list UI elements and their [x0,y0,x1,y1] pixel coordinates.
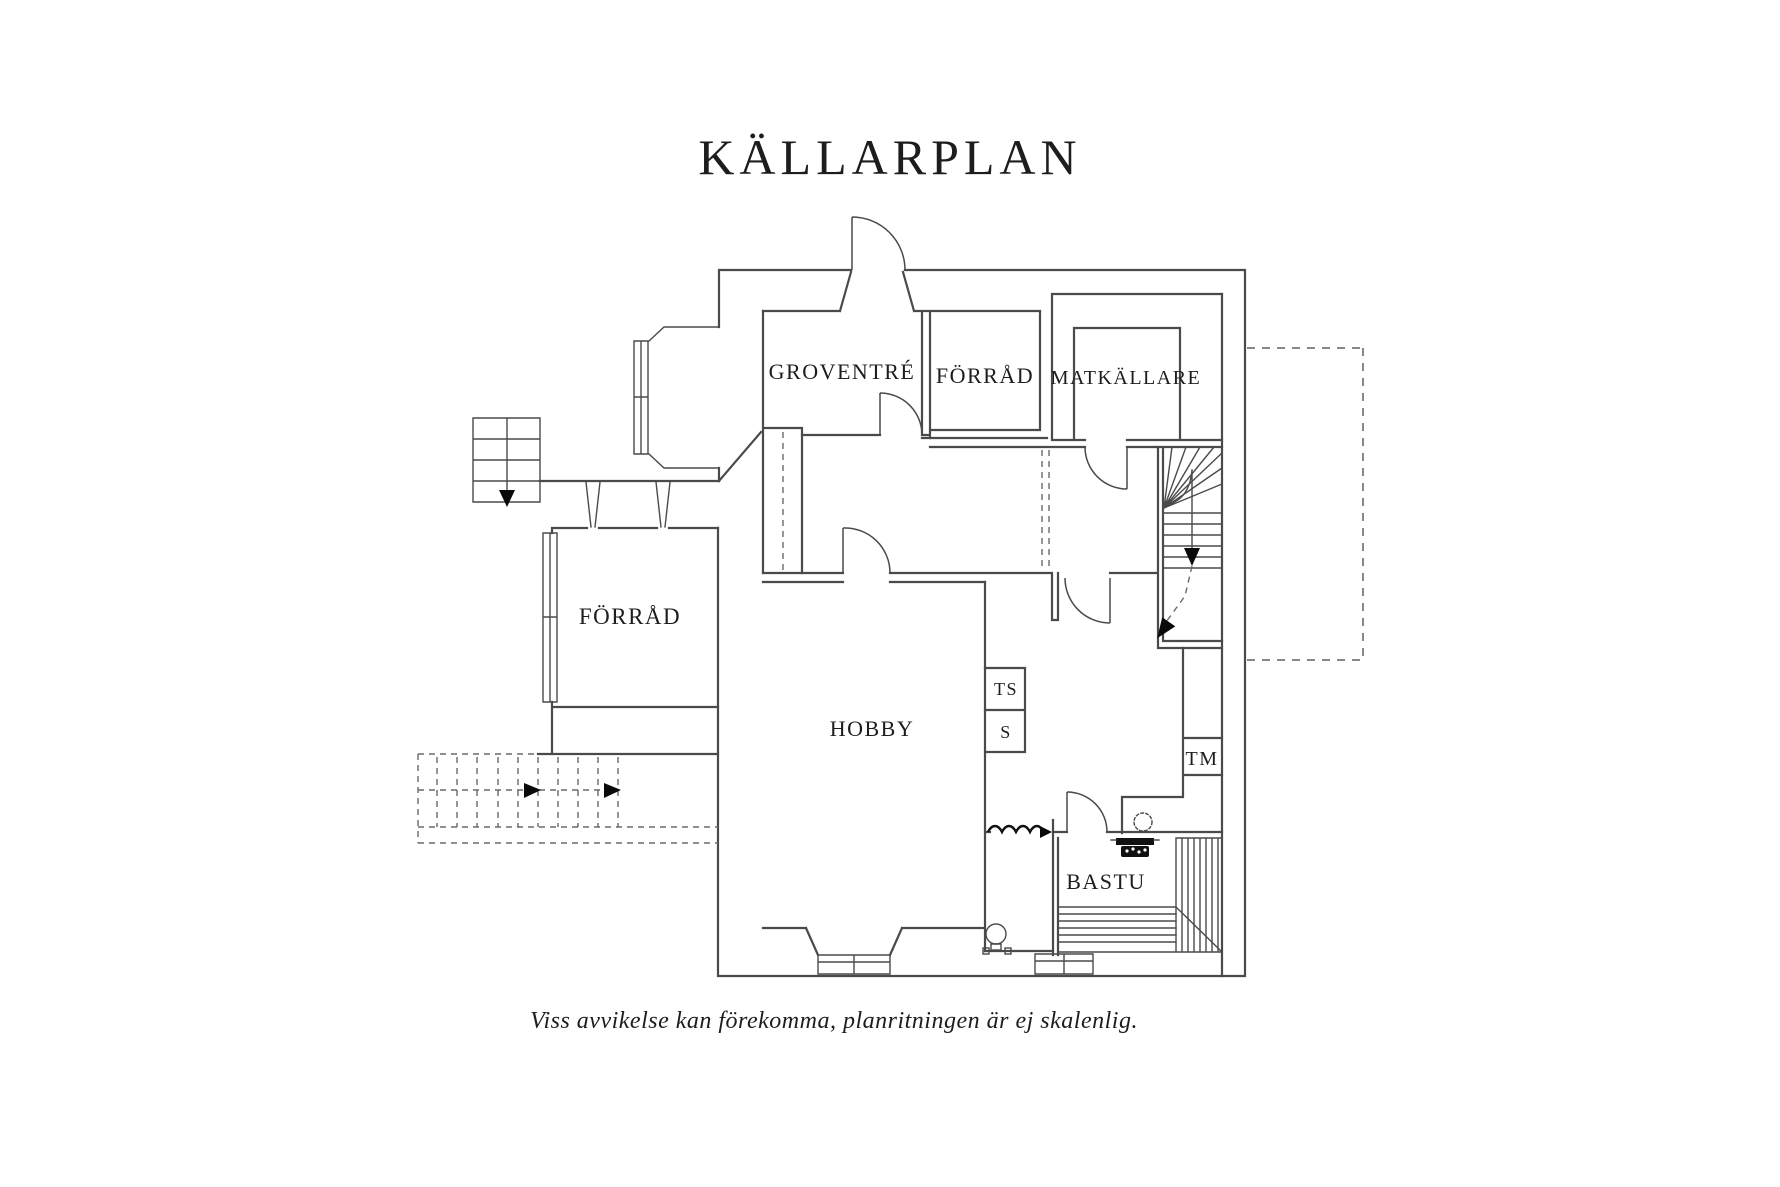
direction-arrow [524,783,541,798]
dashed-overhang-outline [1247,347,1364,661]
toilet-icon [982,923,1012,955]
disclaimer-text: Viss avvikelse kan förekomma, planritnin… [530,1008,1138,1034]
matkallare-door-swing [1084,446,1128,490]
stair-down-arrow [499,490,515,507]
room-label-forrad-top: FÖRRÅD [936,363,1034,388]
groventre-door-swing [879,392,923,436]
window-icon [1034,953,1094,975]
room-label-bastu: BASTU [1066,869,1146,894]
hobby-door-swing [842,527,891,574]
stair-route-dashed [1165,565,1193,623]
fixture-label-s: S [1000,722,1012,742]
page-title: KÄLLARPLAN [698,129,1081,185]
room-hobby-walls [761,580,987,975]
room-bastu-walls [1051,830,1224,957]
room-label-matkallare: MATKÄLLARE [1051,366,1202,389]
room-forrad-top-walls [920,310,1087,449]
laundry-walls [1120,646,1224,835]
room-label-forrad-left: FÖRRÅD [579,604,681,629]
winder-stair [1155,445,1224,650]
splayed-openings [585,481,671,528]
outer-walls [716,268,1247,978]
fixture-label-tm: TM [1186,748,1219,770]
stair-down-arrow [1184,548,1200,566]
sauna-benches [1057,837,1223,953]
bastu-door-swing [1066,791,1108,833]
window-icon [542,532,558,703]
passage-splay [717,430,763,483]
room-label-groventre: GROVENTRÉ [769,359,916,384]
northwest-window-bay [633,326,720,469]
exterior-stair-top-left [472,417,541,507]
stair-route-arrow [1157,617,1176,639]
curtain-end-arrow [1040,826,1052,838]
room-matkallare-walls [1050,292,1224,449]
entry-door-swing [851,216,906,271]
shower-room [982,818,1055,955]
window-icon [817,954,891,975]
room-label-hobby: HOBBY [830,716,915,741]
sauna-heater-icon [1110,838,1160,857]
fixture-label-ts: TS [994,679,1018,699]
direction-arrow [604,783,621,798]
laundry-door-swing [1064,577,1111,624]
dashed-overhead-stair [417,753,718,844]
shower-curtain-wave [986,824,1045,835]
floor-drain-icon [1133,812,1153,832]
window-icon [633,340,649,455]
closet-ts-s-walls [983,666,1027,754]
room-forrad-left-walls [536,479,721,756]
room-groventre-walls [717,270,1042,575]
overhead-opening-dashes [1041,450,1050,570]
corridor-walls [761,571,1159,622]
